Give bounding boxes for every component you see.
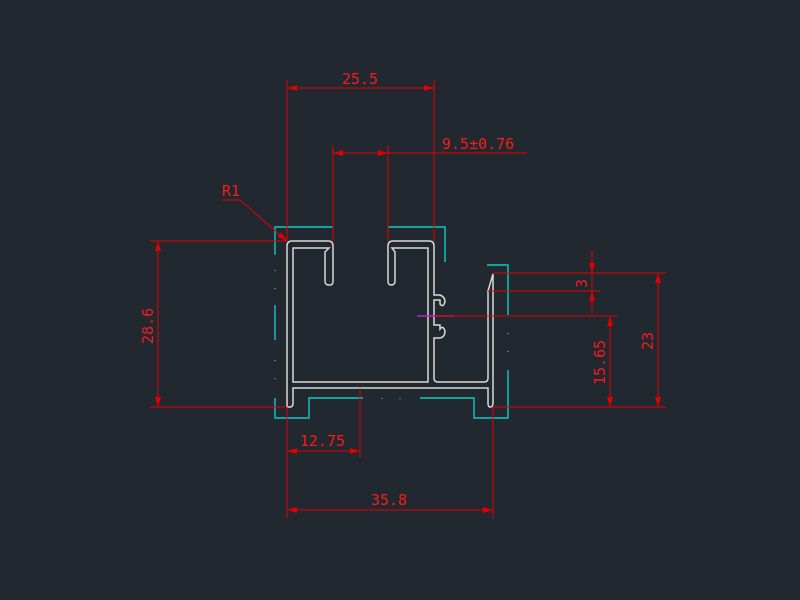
- dim-right-height: 23: [639, 332, 657, 350]
- dim-bottom-offset: 12.75: [300, 432, 345, 450]
- dimension-lines: [150, 80, 666, 518]
- dim-left-height: 28.6: [139, 308, 157, 344]
- aluminum-profile: [286, 240, 494, 408]
- dim-clip-height: 15.65: [591, 340, 609, 385]
- dim-top-offset: 3: [573, 279, 591, 288]
- dim-top-width: 25.5: [342, 70, 378, 88]
- construction-lines: [274, 226, 509, 419]
- dim-overall-width: 35.8: [371, 491, 407, 509]
- dim-slot-width: 9.5±0.76: [442, 135, 514, 153]
- dim-radius: R1: [222, 182, 240, 200]
